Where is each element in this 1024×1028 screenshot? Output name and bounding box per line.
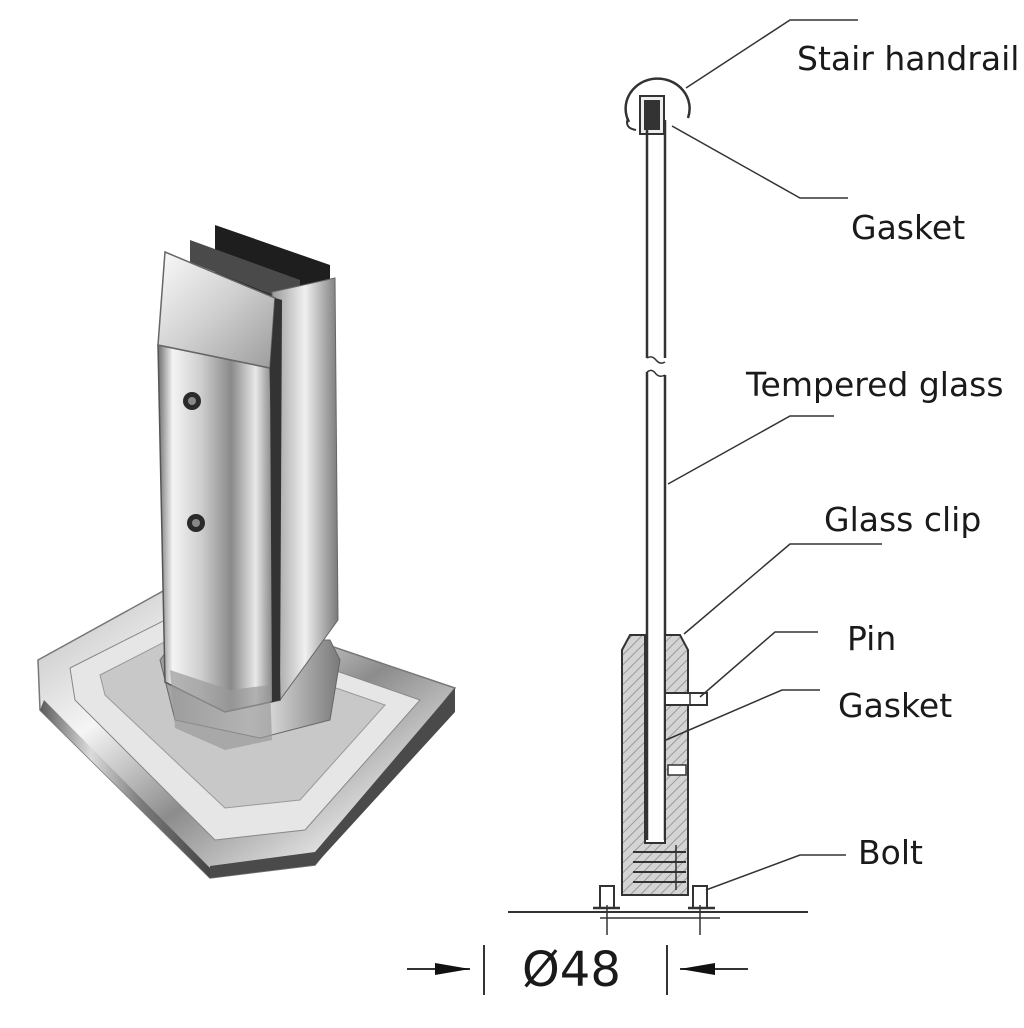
label-stair-handrail: Stair handrail xyxy=(797,39,1020,78)
diameter-dimension xyxy=(407,945,748,995)
bolt-detail xyxy=(593,885,715,935)
handrail-section xyxy=(624,77,691,135)
pin-detail xyxy=(664,692,708,776)
label-pin: Pin xyxy=(847,619,897,658)
leader-lines xyxy=(665,19,882,891)
label-bolt: Bolt xyxy=(858,833,923,872)
label-tempered-glass: Tempered glass xyxy=(746,365,1004,404)
spigot-product-illustration xyxy=(37,225,457,879)
base-slots xyxy=(633,845,686,890)
technical-drawing xyxy=(407,19,882,995)
label-gasket-top: Gasket xyxy=(851,208,966,247)
label-gasket-bottom: Gasket xyxy=(838,686,953,725)
glass-pane xyxy=(645,120,667,840)
label-glass-clip: Glass clip xyxy=(824,500,982,539)
diameter-dimension-label: Ø48 xyxy=(522,942,621,998)
